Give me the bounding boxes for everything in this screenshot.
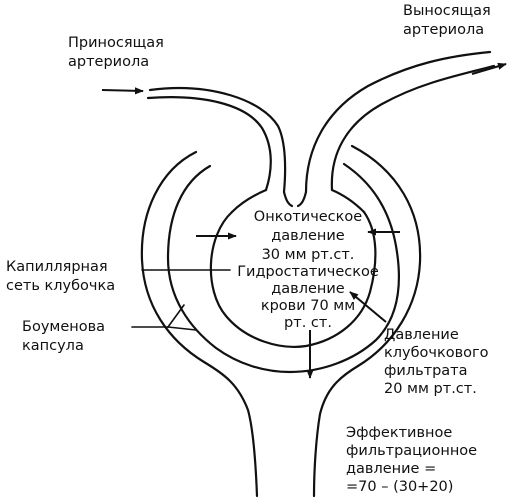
afferent-label-line1: Приносящая [68,35,164,51]
capillary-network-label: Капиллярная сеть клубочка [6,258,115,296]
effective-filtration-pressure-label: Эффективное фильтрационное давление = =7… [346,424,477,496]
effective-label-line3: давление = [346,461,437,477]
filtrate-label-line4: 20 мм рт.ст. [384,381,477,397]
efferent-label-line2: артериола [403,22,485,38]
filtrate-label-line2: клубочкового [384,345,489,361]
effective-label-line1: Эффективное [346,425,453,441]
glomerulus-neck-base-right [330,188,366,214]
bowman-capsule-inner-wall [166,162,400,374]
capillary-label-line2: сеть клубочка [6,278,116,294]
hydro-label-line2: давление [271,281,345,297]
hydro-label-line1: Гидростатическое [237,264,379,280]
filtrate-label-line1: Давление [384,327,459,343]
afferent-label-line2: артериола [68,54,150,70]
bowman-capsule-outer-wall-right [312,144,422,498]
efferent-flow-arrow [471,62,507,75]
bowman-leader-line-inner [167,304,185,328]
glomerulus-neck-base [230,188,268,214]
glomerulus-capillary-tuft [209,210,377,348]
afferent-arteriole-lower-wall [146,96,272,192]
hydrostatic-pressure-label: Гидростатическое давление крови 70 мм рт… [218,264,398,332]
capillary-label-line1: Капиллярная [6,259,108,275]
filtrate-label-line3: фильтрата [384,363,468,379]
efferent-arteriole-upper-wall [304,50,492,194]
hydro-label-line3: крови 70 мм [260,298,356,314]
afferent-arteriole-label: Приносящая артериола [68,34,164,72]
afferent-arteriole-upper-wall [148,86,287,194]
effective-label-line4: =70 – (30+20) [346,479,454,495]
afferent-flow-arrow [101,87,144,95]
filtrate-arrow [349,291,387,323]
oncotic-label-line3: 30 мм рт.ст. [261,247,355,263]
oncotic-pressure-label: Онкотическое давление 30 мм рт.ст. [228,208,388,265]
filtrate-pressure-label: Давление клубочкового фильтрата 20 мм рт… [384,326,489,398]
bowman-label-line2: капсула [22,338,84,354]
hydro-label-line4: рт. ст. [284,315,332,331]
bowman-leader-line-inner2 [167,326,197,331]
glomerulus-neck-right [296,190,308,208]
efferent-label-line1: Выносящая [403,3,491,19]
bowman-capsule-label: Боуменова капсула [22,318,105,356]
oncotic-label-line1: Онкотическое [253,209,363,225]
efferent-arteriole-lower-wall [330,64,496,192]
effective-label-line2: фильтрационное [346,443,478,459]
bowman-capsule-outer-wall [140,150,259,498]
glomerulus-neck-left [282,190,294,208]
oncotic-label-line2: давление [271,228,345,244]
efferent-arteriole-label: Выносящая артериола [403,2,491,40]
bowman-label-line1: Боуменова [22,319,106,335]
